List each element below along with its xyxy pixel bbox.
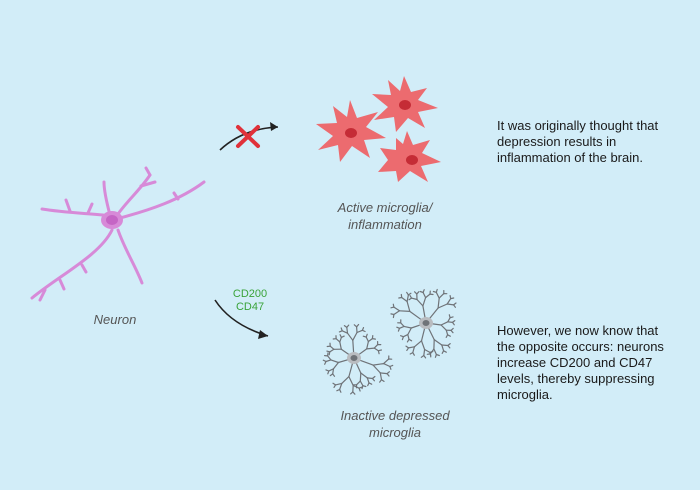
signal-cd200: CD200 bbox=[232, 288, 268, 300]
active-microglia-cell bbox=[372, 76, 438, 132]
inactive-microglia-caption: Inactive depressed microglia bbox=[320, 407, 470, 441]
inactive-microglia-cell bbox=[390, 288, 457, 359]
text-line: increase CD200 and CD47 bbox=[497, 355, 653, 370]
text-line: the opposite occurs: neurons bbox=[497, 339, 664, 354]
caption-line: Inactive depressed bbox=[340, 408, 450, 423]
active-microglia-cell bbox=[316, 100, 386, 162]
caption-line: microglia bbox=[368, 425, 421, 440]
inactive-microglia-cell bbox=[322, 323, 394, 395]
text-line: microglia. bbox=[497, 387, 553, 402]
caption-line: Active microglia/ bbox=[337, 200, 433, 215]
text-line: However, we now know that bbox=[497, 323, 659, 338]
text-line: inflammation of the brain. bbox=[497, 150, 643, 165]
caption-line: inflammation bbox=[348, 217, 422, 232]
signal-label: CD200 CD47 bbox=[225, 288, 275, 314]
text-line: depression results in bbox=[497, 134, 617, 149]
text-line: It was originally thought that bbox=[497, 118, 659, 133]
text-line: levels, thereby suppressing bbox=[497, 371, 655, 386]
neuron-label: Neuron bbox=[93, 312, 137, 327]
active-microglia-cell bbox=[378, 131, 441, 182]
signal-cd47: CD47 bbox=[235, 301, 265, 313]
curved-arrow-icon bbox=[214, 299, 269, 339]
current-finding-text: However, we now know that the opposite o… bbox=[497, 323, 697, 403]
active-microglia-caption: Active microglia/ inflammation bbox=[315, 199, 455, 233]
original-hypothesis-text: It was originally thought that depressio… bbox=[497, 118, 692, 166]
neuron-illustration bbox=[30, 166, 206, 302]
x-icon bbox=[236, 125, 260, 148]
